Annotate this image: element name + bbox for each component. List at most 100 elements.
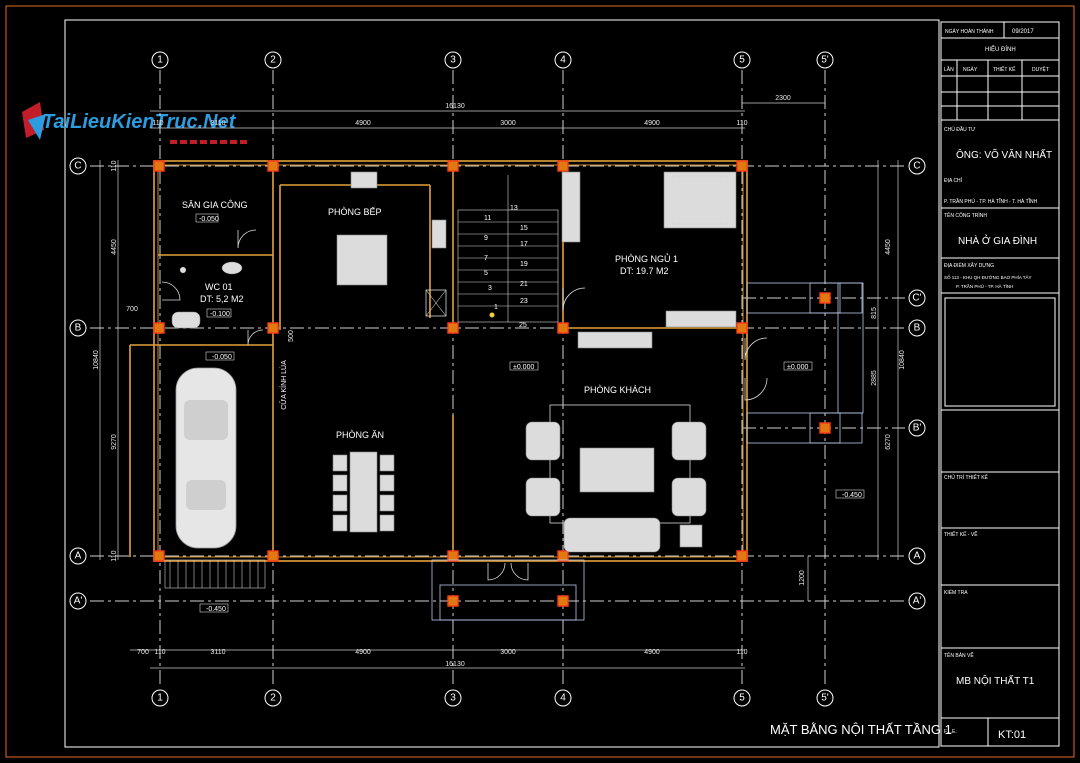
grid-bubble-top-2: 2 [264,51,282,69]
grid-bubble-bottom-5p: 5' [816,689,834,707]
grid-bubble-right-Ap: A' [908,592,926,610]
dim-top-seg-1: 110 [152,120,163,127]
grid-bubble-bottom-4: 4 [554,689,572,707]
stove-icon [350,171,378,189]
garage-ramp [164,559,266,589]
grid-bubbles: 1 2 3 4 5 5' 1 2 3 4 5 5' C B A A' C C' … [69,51,926,707]
svg-text:1: 1 [157,693,163,704]
dim-top-seg-6: 110 [736,120,747,127]
svg-text:C: C [74,161,81,172]
svg-text:B: B [914,323,921,334]
sink-icon [431,219,447,249]
tb-location-line1: SỐ 113 - KHU QH ĐƯỜNG BAO PHÍA TÂY [944,274,1032,280]
grid-bubble-left-Ap: A' [69,592,87,610]
bed-icon [663,171,737,229]
svg-text:-0.450: -0.450 [842,492,862,499]
watermark-logo: TaiLieuKienTruc.Net [22,102,247,144]
staircase [457,175,559,323]
porch-outlines [431,282,864,621]
tb-rev-h2: NGÀY [963,66,978,73]
dim-top-extra: 2300 [775,95,791,102]
grid-bubble-top-5p: 5' [816,51,834,69]
svg-text:-0.050: -0.050 [199,216,219,223]
svg-text:21: 21 [520,281,528,288]
svg-text:-0.450: -0.450 [206,606,226,613]
level-marker-garage: -0.050 [205,351,235,361]
coffee-table [579,447,655,493]
svg-text:9: 9 [484,235,488,242]
dim-bot-seg-3: 3110 [210,649,225,656]
dim-left-3: 10840 [93,350,100,370]
room-area-phong-ngu-1: DT: 19.7 M2 [620,266,669,276]
dim-left-1: 110 [111,160,118,171]
svg-text:7: 7 [484,255,488,262]
svg-text:5': 5' [821,55,829,66]
svg-text:A: A [75,551,82,562]
dim-right-2: 815 [871,307,878,319]
grid-bubble-right-C: C [908,157,926,175]
tb-location-line2: P. TRẦN PHÚ - TP. HÀ TĨNH [956,283,1013,289]
room-label-san-gia-cong: SÂN GIA CÔNG [182,200,248,210]
level-marker-porch: ±0.000 [783,361,813,371]
dim-bot-seg-4: 4900 [355,649,371,656]
grid-bubble-top-4: 4 [554,51,572,69]
tb-sheet-name-label: TÊN BẢN VẼ [944,651,974,659]
level-marker-yard-bottom: -0.450 [199,603,229,613]
dim-top-overall: 16130 [445,103,465,110]
dim-bot-seg-1: 700 [137,649,149,656]
room-label-phong-ngu-1: PHÒNG NGỦ 1 [615,253,678,264]
dresser-icon [665,310,737,328]
basin-icon [221,261,243,275]
doors [161,229,768,581]
sheet-border [5,5,1075,758]
tb-rev-h3: THIẾT KẾ [993,66,1016,73]
tb-location-label: ĐỊA ĐIỂM XÂY DỰNG [944,262,994,269]
dining-table [349,451,378,533]
dim-bot-seg-5: 3000 [500,649,516,656]
svg-text:A': A' [913,596,922,607]
room-label-phong-bep: PHÒNG BẾP [328,207,382,217]
stair-step-numbers: 11 9 7 5 3 1 13 15 17 19 21 23 25 [484,205,528,329]
dim-top-seg-5: 4900 [644,120,660,127]
tb-date-label: NGÀY HOÀN THÀNH [945,28,994,35]
bedroom-furniture [561,171,737,328]
tb-lead-label: CHỦ TRÌ THIẾT KẾ [944,474,989,481]
kitchen-furniture [336,171,447,317]
grid-bubble-left-C: C [69,157,87,175]
tb-revision-label: HIỆU ĐÍNH [985,45,1016,53]
room-label-phong-khach: PHÒNG KHÁCH [584,385,651,395]
svg-text:±0.000: ±0.000 [787,364,808,371]
svg-text:1: 1 [157,55,163,66]
svg-text:4: 4 [560,55,566,66]
grid-bubble-right-A: A [908,547,926,565]
svg-text:5: 5 [739,693,745,704]
svg-text:19: 19 [520,261,528,268]
svg-text:3: 3 [450,693,456,704]
level-marker-yard-right: -0.450 [835,489,865,499]
dim-right-4: 2885 [871,370,878,386]
dim-top-seg-4: 3000 [500,120,516,127]
dim-left-4: 700 [126,306,138,313]
dim-left-6: 9270 [111,434,118,450]
armchair-icon [525,421,561,461]
svg-text:5': 5' [821,693,829,704]
level-marker-wc: -0.100 [206,308,232,318]
svg-text:B: B [75,323,82,334]
svg-text:±0.000: ±0.000 [513,364,534,371]
grid-bubble-bottom-3: 3 [444,689,462,707]
tb-owner-label: CHỦ ĐẦU TƯ [944,126,976,133]
grid-bubble-right-B: B [908,319,926,337]
grid-bubble-top-1: 1 [151,51,169,69]
svg-text:23: 23 [520,298,528,305]
room-label-phong-an: PHÒNG ĂN [336,430,384,440]
tb-sheet-no: KT:01 [998,729,1026,741]
svg-text:13: 13 [510,205,518,212]
living-furniture [525,331,707,553]
grid-bubble-bottom-2: 2 [264,689,282,707]
title-block: NGÀY HOÀN THÀNH 09/2017 HIỆU ĐÍNH LẦN NG… [940,21,1060,747]
svg-text:11: 11 [484,215,491,222]
grid-bubble-top-5: 5 [733,51,751,69]
tb-rev-h4: DUYỆT [1032,65,1049,73]
svg-text:25: 25 [519,322,527,329]
